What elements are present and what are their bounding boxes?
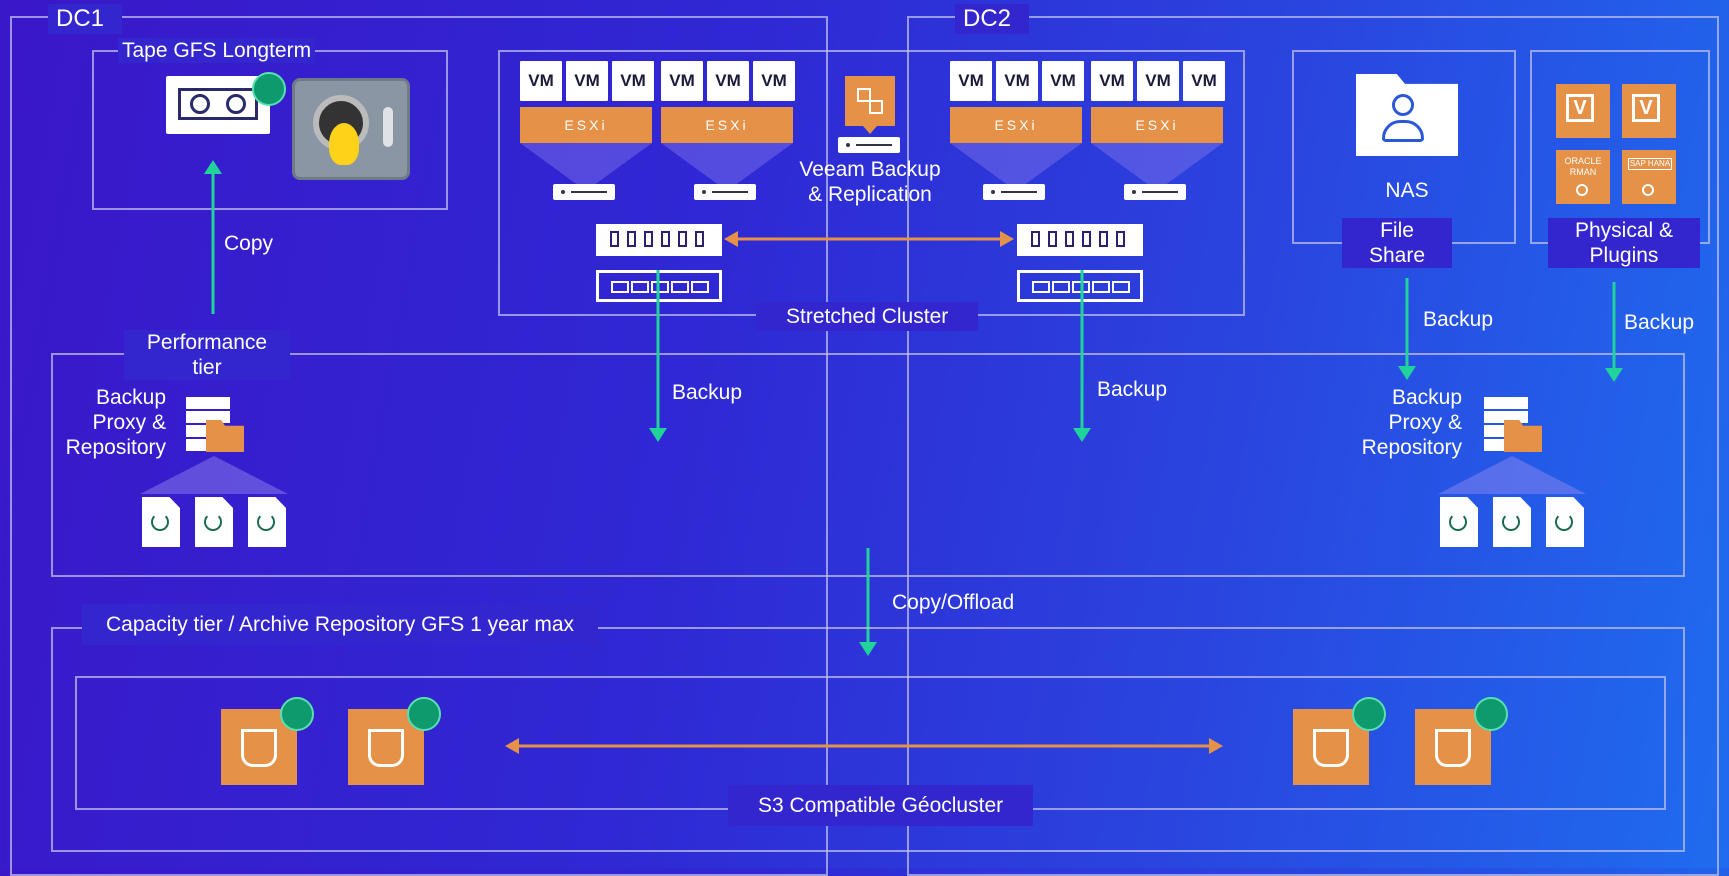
sap-hana-label: SAP HANA bbox=[1628, 158, 1672, 170]
restore-point-5-icon bbox=[1493, 497, 1531, 547]
vm-8: VM bbox=[996, 61, 1038, 101]
copy-label: Copy bbox=[224, 232, 274, 255]
s3-lock-1-icon bbox=[280, 697, 314, 731]
proxy-left-label: Backup Proxy & Repository bbox=[65, 386, 166, 459]
fireproof-safe-icon bbox=[292, 78, 410, 180]
vm-11: VM bbox=[1137, 61, 1179, 101]
backup-label-left: Backup bbox=[672, 381, 743, 404]
oracle-rman-icon: ORACLE RMAN bbox=[1556, 150, 1610, 204]
dc2-label: DC2 bbox=[955, 4, 1030, 34]
esxi-4: ESXi bbox=[1091, 107, 1223, 143]
capacity-tier-label: Capacity tier / Archive Repository GFS 1… bbox=[82, 604, 598, 645]
restore-point-3-icon bbox=[248, 497, 286, 547]
esxi-2: ESXi bbox=[661, 107, 793, 143]
switch-left-icon bbox=[596, 224, 722, 256]
server-4-icon bbox=[1124, 184, 1186, 200]
vm-4: VM bbox=[661, 61, 703, 101]
server-1-icon bbox=[553, 184, 615, 200]
s3-label: S3 Compatible Géocluster bbox=[728, 785, 1034, 826]
s3-lock-4-icon bbox=[1474, 697, 1508, 731]
esxi-3-cone bbox=[950, 143, 1082, 191]
vm-10: VM bbox=[1091, 61, 1133, 101]
switch-link-arrow bbox=[724, 231, 1014, 247]
veeam-server-icon bbox=[838, 137, 900, 153]
backup-arrow-nas bbox=[1398, 278, 1416, 380]
patch-panel-right-icon bbox=[1017, 270, 1143, 302]
nas-users-folder-icon bbox=[1356, 74, 1458, 156]
file-share-label: File Share bbox=[1342, 218, 1452, 268]
oracle-rman-label: ORACLE RMAN bbox=[1564, 156, 1602, 177]
vm-7: VM bbox=[950, 61, 992, 101]
vm-6: VM bbox=[753, 61, 795, 101]
server-2-icon bbox=[694, 184, 756, 200]
esxi-1-cone bbox=[520, 143, 652, 191]
backup-label-mid: Backup bbox=[1097, 378, 1168, 401]
restore-point-6-icon bbox=[1546, 497, 1584, 547]
physical-plugins-label: Physical & Plugins bbox=[1548, 218, 1700, 268]
offload-label: Copy/Offload bbox=[892, 591, 1015, 614]
vm-9: VM bbox=[1042, 61, 1084, 101]
s3-lock-2-icon bbox=[407, 697, 441, 731]
dc1-label: DC1 bbox=[48, 4, 123, 34]
veeam-pointer bbox=[863, 126, 877, 134]
veeam-label: Veeam Backup & Replication bbox=[799, 158, 941, 206]
nas-label: NAS bbox=[1385, 179, 1429, 202]
vm-2: VM bbox=[566, 61, 608, 101]
restore-point-1-icon bbox=[142, 497, 180, 547]
tape-lock-icon bbox=[252, 72, 286, 106]
proxy-right-cone bbox=[1438, 456, 1586, 494]
performance-tier-label: Performance tier bbox=[124, 330, 290, 380]
backup-arrow-physical bbox=[1605, 282, 1623, 382]
tape-label: Tape GFS Longterm bbox=[118, 38, 316, 63]
capacity-tier-frame bbox=[51, 627, 1685, 852]
proxy-right-label: Backup Proxy & Repository bbox=[1361, 386, 1462, 459]
backup-arrow-left bbox=[649, 270, 667, 442]
s3-replication-arrow bbox=[505, 738, 1223, 754]
vm-5: VM bbox=[707, 61, 749, 101]
vm-12: VM bbox=[1183, 61, 1225, 101]
switch-right-icon bbox=[1017, 224, 1143, 256]
server-3-icon bbox=[983, 184, 1045, 200]
proxy-left-cone bbox=[140, 456, 288, 494]
s3-lock-3-icon bbox=[1352, 697, 1386, 731]
esxi-1: ESXi bbox=[520, 107, 652, 143]
vm-3: VM bbox=[612, 61, 654, 101]
restore-point-2-icon bbox=[195, 497, 233, 547]
backup-label-nas: Backup bbox=[1423, 308, 1494, 331]
esxi-4-cone bbox=[1091, 143, 1223, 191]
veeam-agent-windows-icon: V bbox=[1622, 84, 1676, 138]
restore-point-4-icon bbox=[1440, 497, 1478, 547]
esxi-2-cone bbox=[661, 143, 793, 191]
stretched-cluster-label: Stretched Cluster bbox=[756, 302, 979, 331]
backup-arrow-mid bbox=[1073, 270, 1091, 442]
copy-arrow bbox=[204, 160, 222, 314]
veeam-replication-icon bbox=[845, 76, 895, 126]
esxi-3: ESXi bbox=[950, 107, 1082, 143]
vm-1: VM bbox=[520, 61, 562, 101]
physical-frame bbox=[1530, 50, 1710, 244]
veeam-agent-linux-icon: V bbox=[1556, 84, 1610, 138]
sap-hana-icon: SAP HANA bbox=[1622, 150, 1676, 204]
backup-label-physical: Backup bbox=[1624, 311, 1695, 334]
